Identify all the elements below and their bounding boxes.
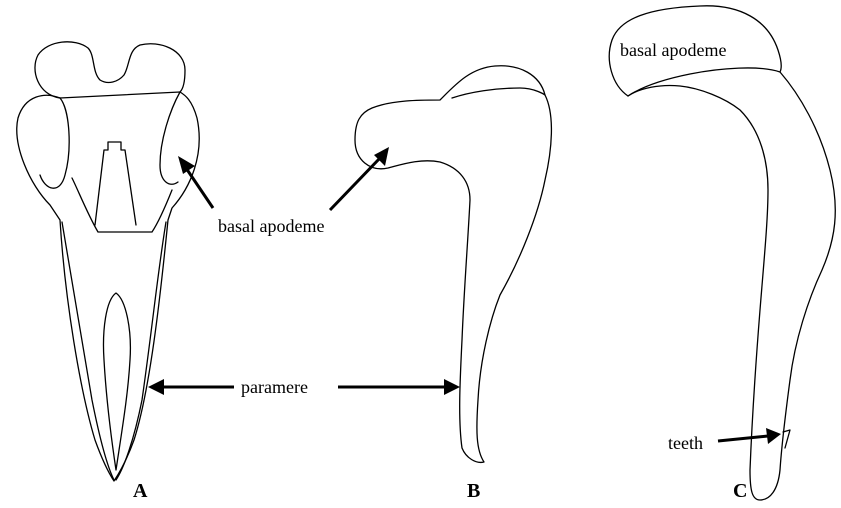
label-basal-apodeme-center: basal apodeme — [218, 216, 324, 236]
arrow-teeth — [718, 428, 781, 444]
arrow-paramere-to-a — [148, 379, 234, 395]
panel-a-central-rod — [95, 142, 136, 225]
panel-c-outline — [609, 6, 835, 500]
label-teeth: teeth — [668, 433, 703, 453]
panel-label-c: C — [733, 480, 747, 502]
panel-a-right-lobe — [160, 92, 180, 184]
panel-b-fold-line — [452, 88, 545, 98]
panel-a-median-lobe — [104, 293, 131, 470]
panel-a-inner-plate — [72, 178, 172, 232]
panel-a-right-paramere — [116, 222, 166, 480]
panel-b-outline — [355, 66, 551, 463]
label-basal-apodeme-c: basal apodeme — [620, 40, 726, 60]
panel-a-left-paramere — [62, 222, 114, 480]
panel-a-drawing — [17, 42, 199, 481]
panel-label-a: A — [133, 480, 148, 502]
panel-label-b: B — [467, 480, 480, 502]
label-paramere: paramere — [241, 377, 308, 397]
panel-a-left-lobe — [40, 98, 69, 188]
panel-a-basal-apodeme-outline — [35, 42, 185, 98]
panel-c-drawing — [609, 6, 835, 500]
panel-b-drawing — [355, 66, 551, 463]
arrow-paramere-to-b — [338, 379, 460, 395]
